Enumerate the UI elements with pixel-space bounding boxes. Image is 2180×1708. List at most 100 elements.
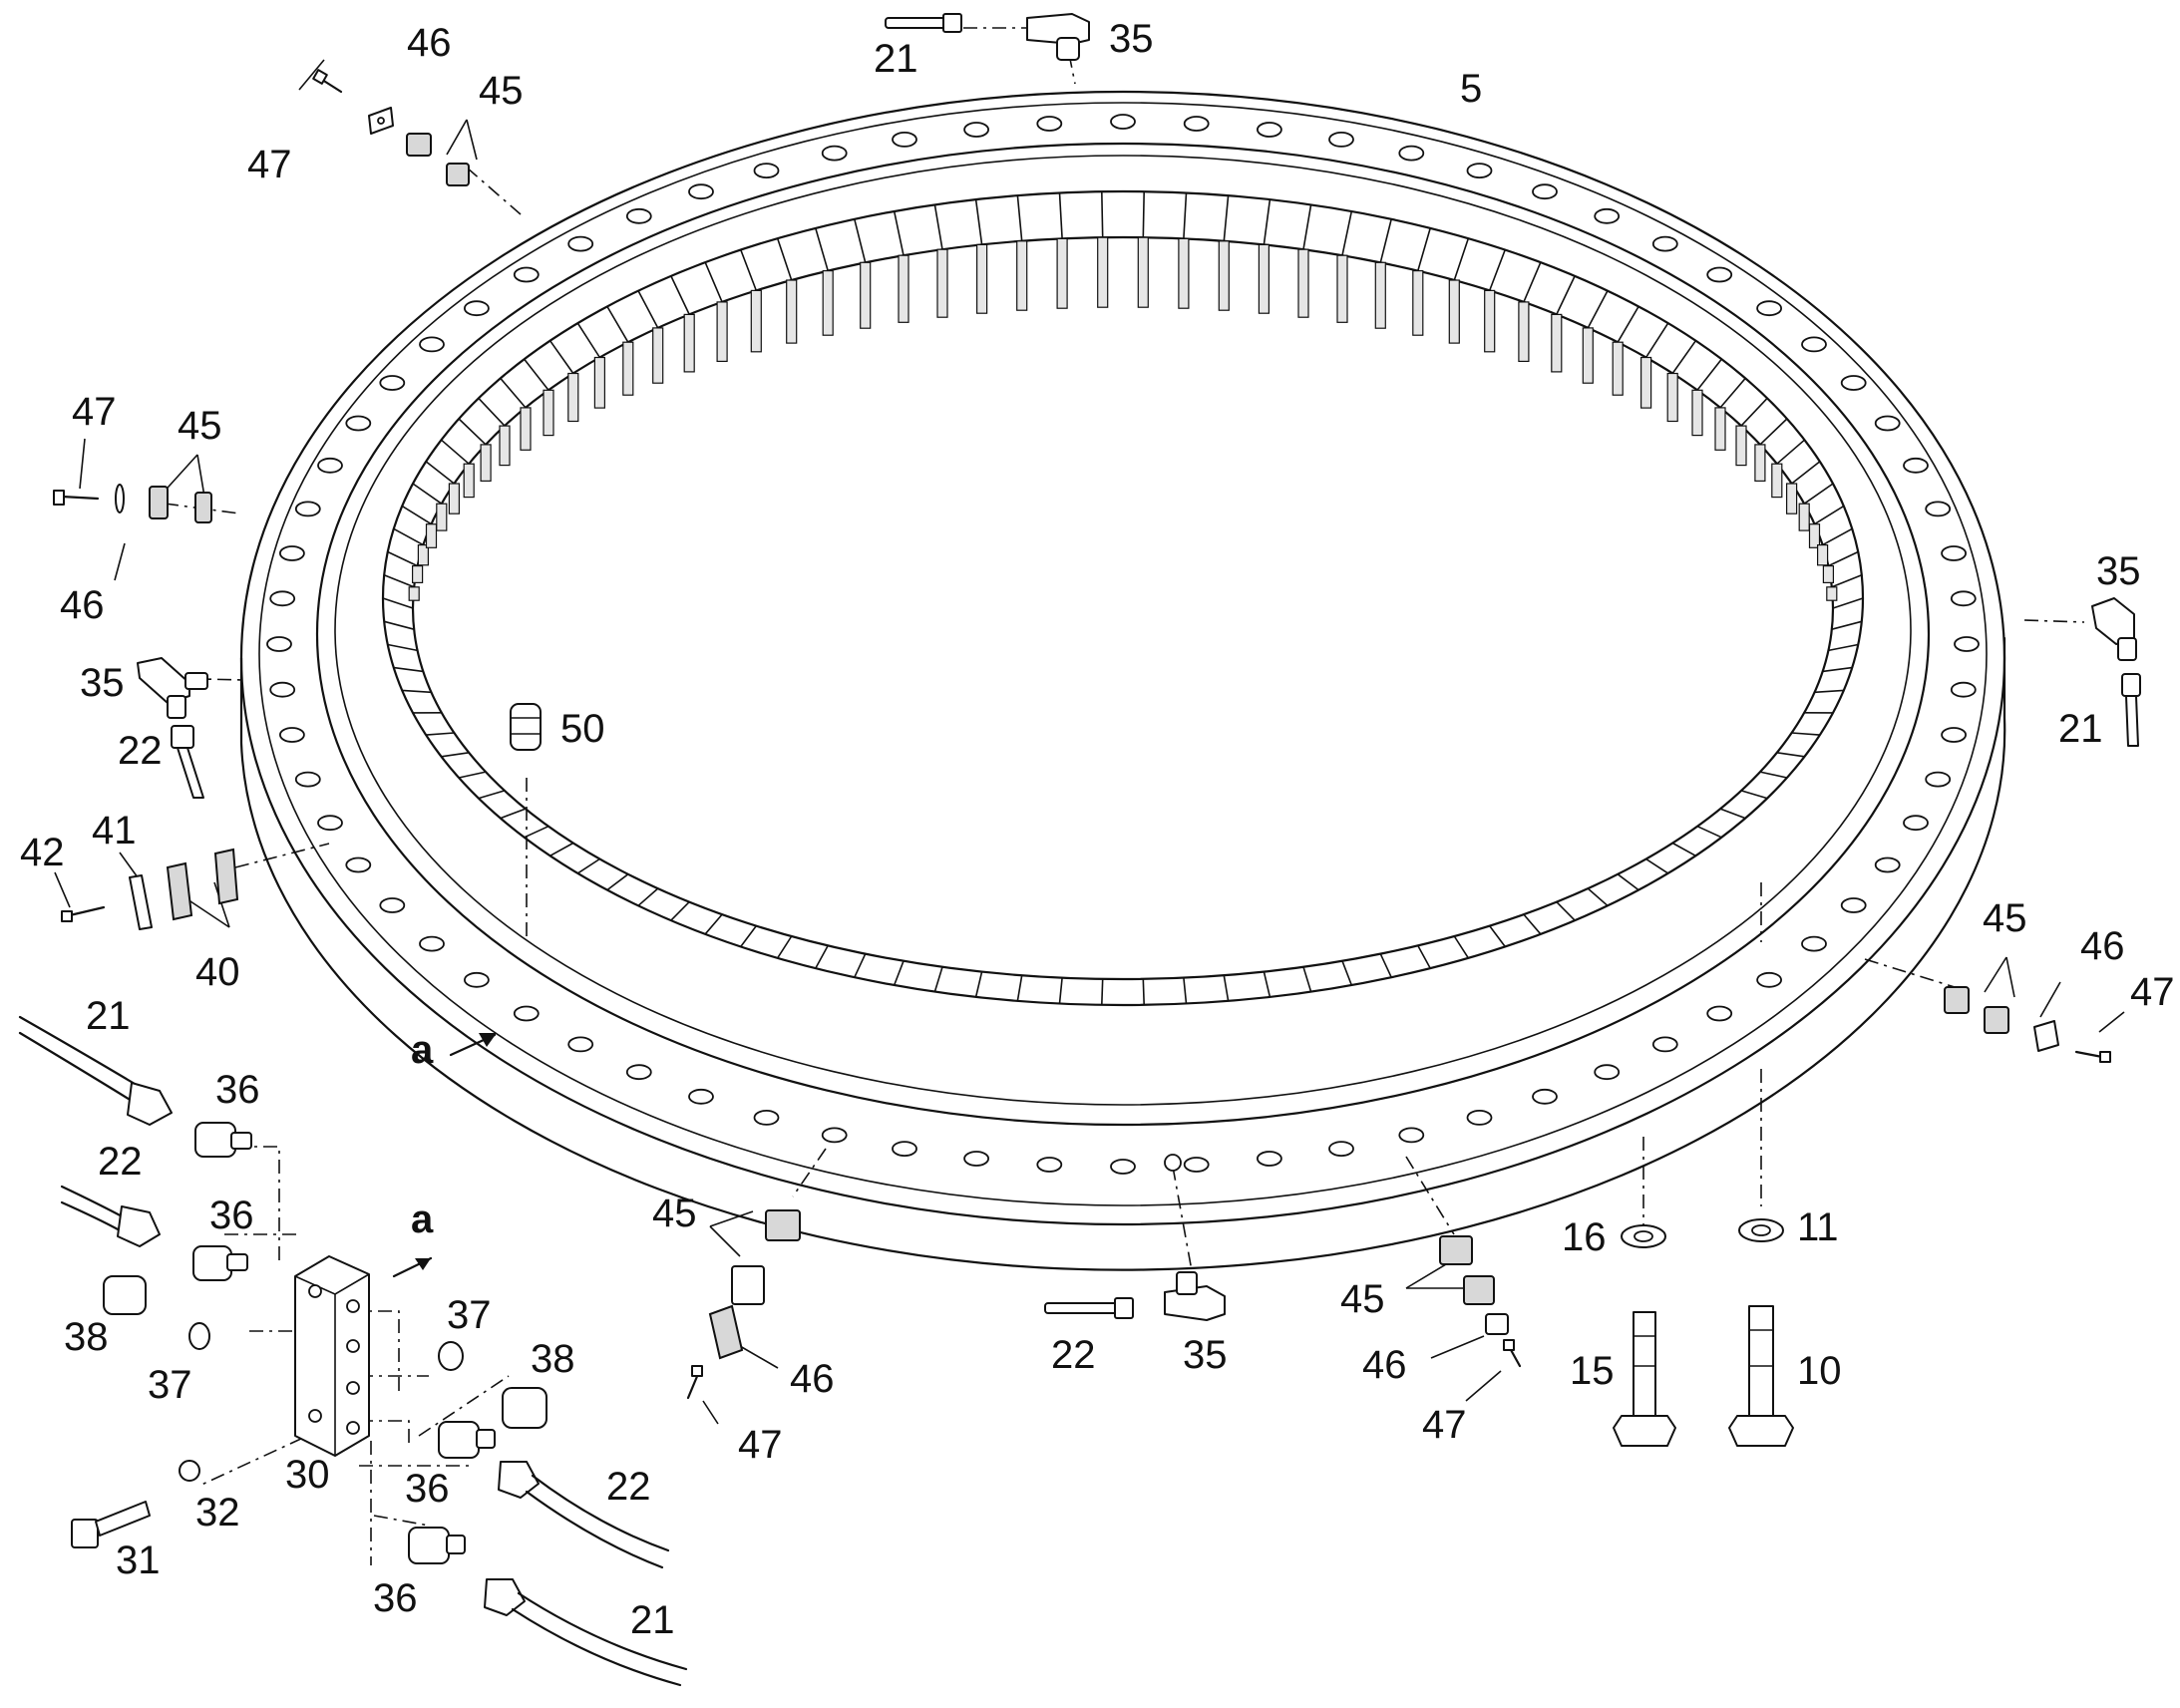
gear-tooth: [383, 620, 415, 630]
bolt-hole: [1903, 457, 1929, 474]
gear-tooth: [1183, 192, 1188, 239]
label-40: 40: [195, 950, 240, 994]
gear-tooth: [524, 825, 549, 839]
bolt-hole: [1756, 300, 1782, 317]
gear-tooth-face: [448, 483, 460, 514]
gear-tooth: [1523, 913, 1542, 935]
gear-tooth: [1740, 790, 1768, 800]
gear-tooth: [854, 953, 867, 978]
gear-tooth: [1822, 666, 1853, 673]
bolt-hole: [1874, 415, 1901, 432]
gear-tooth: [637, 290, 659, 329]
bolt-hole: [1257, 122, 1282, 138]
label-35-top: 35: [1109, 17, 1154, 61]
plug-38-l: [103, 1275, 147, 1315]
gear-tooth: [1587, 887, 1609, 906]
bolt-hole: [1398, 145, 1425, 162]
gear-tooth-face: [1258, 243, 1271, 314]
bolt-hole: [1594, 207, 1621, 224]
gear-tooth: [1417, 227, 1431, 271]
bolt-hole: [1036, 1157, 1063, 1173]
bolt-hole: [1328, 131, 1354, 148]
bolt-hole: [625, 1064, 652, 1081]
gear-tooth: [1556, 275, 1576, 315]
washer-46-bm: [708, 1304, 744, 1360]
bolt-47-tl: [312, 69, 343, 94]
gear-tooth: [1832, 597, 1864, 609]
gear-tooth: [1696, 825, 1722, 839]
distributor-block-30: [294, 1255, 370, 1457]
gear-tooth: [777, 935, 793, 959]
bolt-hole-circle: [266, 114, 1980, 1175]
gear-tooth: [1453, 237, 1470, 281]
gear-tooth: [1776, 439, 1806, 465]
gear-tooth: [854, 218, 867, 263]
label-47-bm: 47: [738, 1423, 783, 1467]
label-47-tl: 47: [247, 143, 292, 186]
clamp-45-r-b: [1984, 1006, 2009, 1034]
bolt-hole: [1874, 856, 1901, 873]
gear-tooth: [1223, 975, 1230, 1001]
gear-tooth: [1263, 198, 1272, 245]
bolt-hole: [1941, 545, 1967, 561]
label-30: 30: [285, 1453, 330, 1497]
gear-tooth-face: [1551, 313, 1563, 373]
gear-tooth-face: [622, 341, 634, 396]
gear-tooth: [1696, 358, 1722, 391]
gear-tooth: [606, 873, 629, 891]
gear-tooth: [637, 887, 659, 906]
fitting-36-b: [192, 1245, 248, 1281]
gear-tooth-face: [1097, 236, 1109, 308]
gear-tooth: [1341, 210, 1353, 256]
gear-tooth: [500, 808, 527, 820]
gear-tooth: [441, 752, 470, 758]
gear-tooth: [1671, 340, 1697, 374]
bolt-hole: [1925, 501, 1952, 517]
bolt-47-l: [53, 490, 100, 506]
bolt-hole: [1706, 1005, 1733, 1022]
hose-fitting-22-bc: [1044, 1297, 1134, 1319]
clamp-45-r-a: [1944, 986, 1970, 1014]
bolt-hole: [379, 897, 406, 913]
label-22-bc: 22: [1051, 1333, 1096, 1377]
bolt-hole: [1756, 971, 1782, 988]
ring-inner-edge: [315, 142, 1931, 1127]
label-46-tl: 46: [407, 21, 452, 65]
gear-tooth: [933, 204, 943, 250]
gear-tooth: [1341, 960, 1353, 986]
gear-tooth: [383, 573, 415, 588]
label-35-bc: 35: [1183, 1333, 1228, 1377]
bolt-47-brm: [1503, 1339, 1522, 1368]
clamp-45-l-b: [194, 492, 212, 523]
gear-tooth-face: [1816, 543, 1829, 566]
gear-tooth: [458, 418, 487, 446]
bolt-hole: [1183, 116, 1210, 132]
gear-tooth-face: [436, 503, 448, 531]
bolt-hole: [294, 771, 321, 788]
gear-tooth: [1759, 418, 1788, 446]
gear-tooth-face: [1714, 407, 1726, 451]
gear-tooth: [606, 305, 629, 343]
label-37-r: 37: [447, 1293, 492, 1337]
gear-tooth: [1142, 978, 1145, 1005]
label-21-top: 21: [874, 37, 918, 81]
bolt-hole: [1941, 727, 1967, 743]
bolt-hole: [1706, 266, 1733, 283]
label-36-c: 36: [405, 1467, 450, 1511]
label-46-bm: 46: [790, 1357, 835, 1401]
gear-tooth-face: [425, 523, 438, 548]
gear-tooth: [1803, 483, 1834, 505]
gear-tooth: [1791, 732, 1820, 736]
gear-tooth: [1379, 218, 1392, 263]
hose-22-bl: [60, 1185, 161, 1247]
bolt-hole: [1594, 1064, 1621, 1081]
gear-tooth-face: [1484, 289, 1496, 353]
bolt-47-r: [2074, 1050, 2111, 1063]
bolt-hole: [317, 815, 343, 832]
bolt-hole: [1954, 636, 1980, 652]
gear-tooth-face: [1785, 483, 1798, 514]
hose-22-l: [171, 725, 204, 799]
gear-tooth: [1489, 925, 1506, 947]
clamp-45-brm-b: [1463, 1275, 1495, 1305]
gear-tooth: [478, 790, 506, 800]
